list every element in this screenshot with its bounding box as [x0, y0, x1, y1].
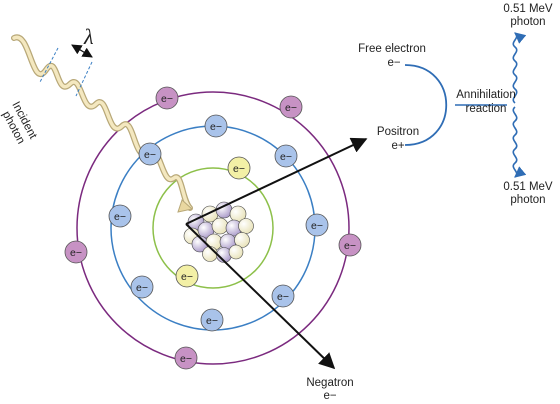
electron-label: e− — [161, 93, 173, 105]
incident-photon-wave — [11, 34, 193, 211]
electron-label: e− — [206, 315, 218, 327]
electron-label: e− — [180, 353, 192, 365]
negatron-arrow — [185, 223, 336, 370]
electron-circle — [108, 204, 132, 228]
photon-top-label-line2: photon — [510, 16, 545, 28]
electron-outer: e− — [64, 240, 88, 264]
wavelength-dash-left — [39, 47, 59, 83]
electron-middle: e− — [108, 204, 132, 228]
electron-label: e− — [344, 240, 356, 252]
electron-label: e− — [144, 149, 156, 161]
positron-label-line1: Positron — [377, 126, 419, 138]
inner-shell — [152, 167, 274, 289]
electron-middle: e− — [274, 144, 298, 168]
electron-circle — [227, 156, 251, 180]
electron-outer: e− — [174, 346, 198, 370]
electron-middle: e− — [130, 275, 154, 299]
electron-label: e− — [280, 151, 292, 163]
electron-inner: e− — [227, 156, 251, 180]
positron-label-line2: e+ — [391, 140, 404, 152]
negatron-label-line2: e− — [323, 390, 336, 402]
electron-label: e− — [285, 102, 297, 114]
electron-circle — [200, 308, 224, 332]
electron-middle: e− — [200, 308, 224, 332]
electron-circle — [130, 275, 154, 299]
annihilation-label-line2: reaction — [466, 103, 507, 115]
electron-circle — [305, 213, 329, 237]
free-electron-label-line2: e− — [387, 57, 400, 69]
electron-outer: e− — [279, 95, 303, 119]
negatron-label-line1: Negatron — [306, 377, 353, 389]
electron-label: e− — [181, 271, 193, 283]
electrons-group: e− e− e− e− e− e− e− e− e− e− e− e− e− e− e− — [64, 86, 362, 370]
electron-inner: e− — [175, 264, 199, 288]
electron-label: e− — [70, 247, 82, 259]
electron-circle — [271, 284, 295, 308]
electron-middle: e− — [305, 213, 329, 237]
photon-down-wave — [512, 106, 527, 178]
electron-middle: e− — [271, 284, 295, 308]
electron-circle — [204, 114, 228, 138]
nucleus — [183, 201, 254, 263]
annihilation-label-line1: Annihilation — [456, 89, 515, 101]
electron-circle — [64, 240, 88, 264]
photon-bottom-label-line1: 0.51 MeV — [503, 181, 553, 193]
electron-outer: e− — [155, 86, 179, 110]
electron-middle: e− — [138, 142, 162, 166]
electron-label: e− — [277, 291, 289, 303]
electron-label: e− — [233, 163, 245, 175]
photon-arrowhead — [177, 199, 194, 213]
annihilation-bracket — [404, 64, 448, 146]
incident-photon-wave-fill — [12, 35, 192, 210]
electron-circle — [174, 346, 198, 370]
photon-top-label-line1: 0.51 MeV — [503, 3, 553, 15]
electron-label: e− — [136, 282, 148, 294]
electron-circle — [175, 264, 199, 288]
photon-up-wave — [512, 32, 527, 104]
electron-circle — [338, 233, 362, 257]
electron-circle — [138, 142, 162, 166]
lambda-symbol: λ — [83, 24, 94, 49]
electron-label: e− — [311, 220, 323, 232]
electron-circle — [279, 95, 303, 119]
electron-circle — [155, 86, 179, 110]
outer-shell — [76, 91, 350, 365]
positron-arrow — [185, 137, 368, 225]
electron-label: e− — [114, 211, 126, 223]
electron-label: e− — [210, 121, 222, 133]
wavelength-dash-right — [75, 61, 93, 97]
electron-circle — [274, 144, 298, 168]
photon-bottom-label-line2: photon — [510, 194, 545, 206]
free-electron-label-line1: Free electron — [358, 43, 426, 55]
electron-outer: e− — [338, 233, 362, 257]
wavelength-arrow — [71, 44, 93, 58]
electron-middle: e− — [204, 114, 228, 138]
